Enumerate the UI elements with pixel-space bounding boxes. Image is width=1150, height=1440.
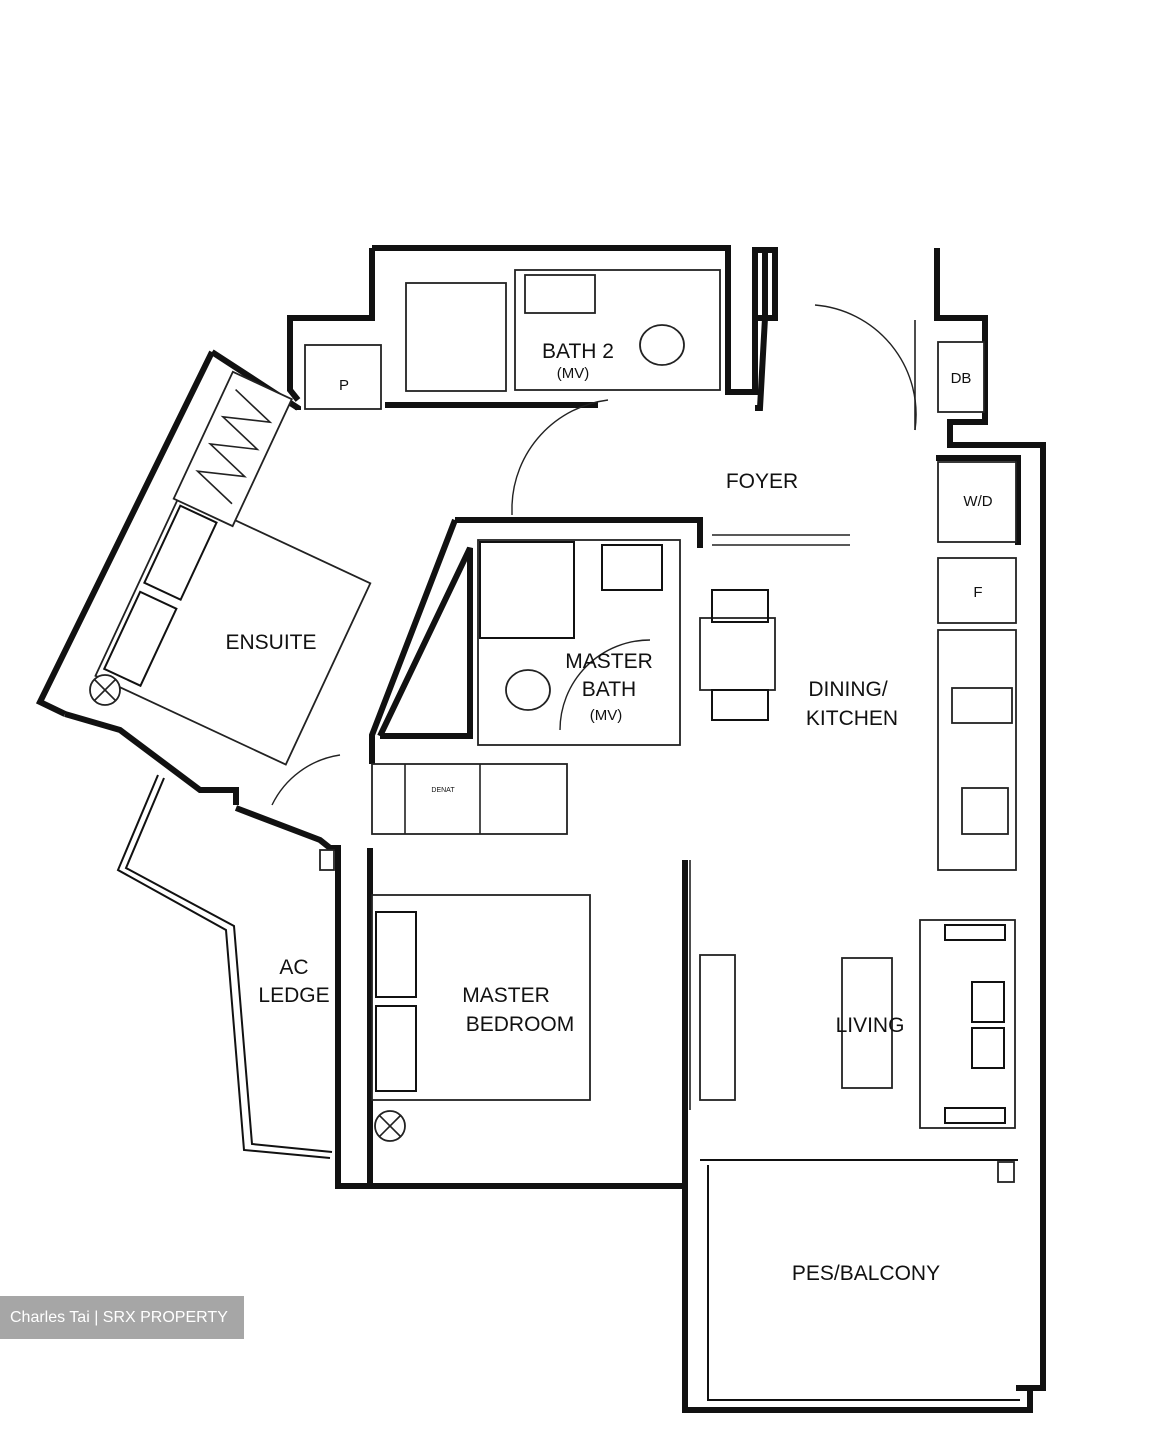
ac-ledge-label-line2: LEDGE bbox=[258, 984, 329, 1007]
coffee-table bbox=[841, 957, 893, 1089]
db-marker: DB bbox=[951, 370, 972, 387]
wd-marker: W/D bbox=[963, 493, 992, 510]
store-label: DENAT bbox=[431, 787, 455, 794]
labels: BATH 2 (MV) FOYER ENSUITE MASTER BATH (M… bbox=[225, 340, 992, 1285]
wardrobe bbox=[172, 370, 293, 528]
outer-walls bbox=[35, 245, 1046, 1413]
master-bath-label-line1: MASTER bbox=[565, 650, 653, 673]
toilets bbox=[89, 324, 1015, 1183]
inner-walls bbox=[94, 269, 1021, 1401]
doors bbox=[271, 304, 917, 1110]
tv-console bbox=[699, 954, 736, 1101]
dining-label-line1: DINING/ bbox=[808, 678, 888, 701]
sofa bbox=[919, 919, 1016, 1129]
watermark: Charles Tai | SRX PROPERTY bbox=[0, 1296, 244, 1339]
db-box bbox=[937, 341, 985, 413]
dining-label-line2: KITCHEN bbox=[806, 707, 898, 730]
ensuite-label: ENSUITE bbox=[225, 631, 316, 654]
dining-table bbox=[699, 617, 776, 691]
f-marker: F bbox=[973, 584, 982, 601]
living-label: LIVING bbox=[836, 1014, 905, 1037]
ensuite-bed bbox=[94, 493, 372, 766]
master-bedroom-label-line1: MASTER bbox=[462, 984, 550, 1007]
master-bath-sub-label: (MV) bbox=[590, 707, 623, 724]
p-cupboard bbox=[304, 344, 382, 410]
foyer-label: FOYER bbox=[726, 470, 798, 493]
balcony-label: PES/BALCONY bbox=[792, 1262, 940, 1285]
ac-ledge-label-line1: AC bbox=[279, 956, 308, 979]
master-bedroom-label-line2: BEDROOM bbox=[466, 1013, 575, 1036]
bath2-sub-label: (MV) bbox=[557, 365, 590, 382]
p-marker: P bbox=[339, 377, 349, 394]
bath2-label: BATH 2 bbox=[542, 340, 614, 363]
master-bath-label-line2: BATH bbox=[582, 678, 636, 701]
